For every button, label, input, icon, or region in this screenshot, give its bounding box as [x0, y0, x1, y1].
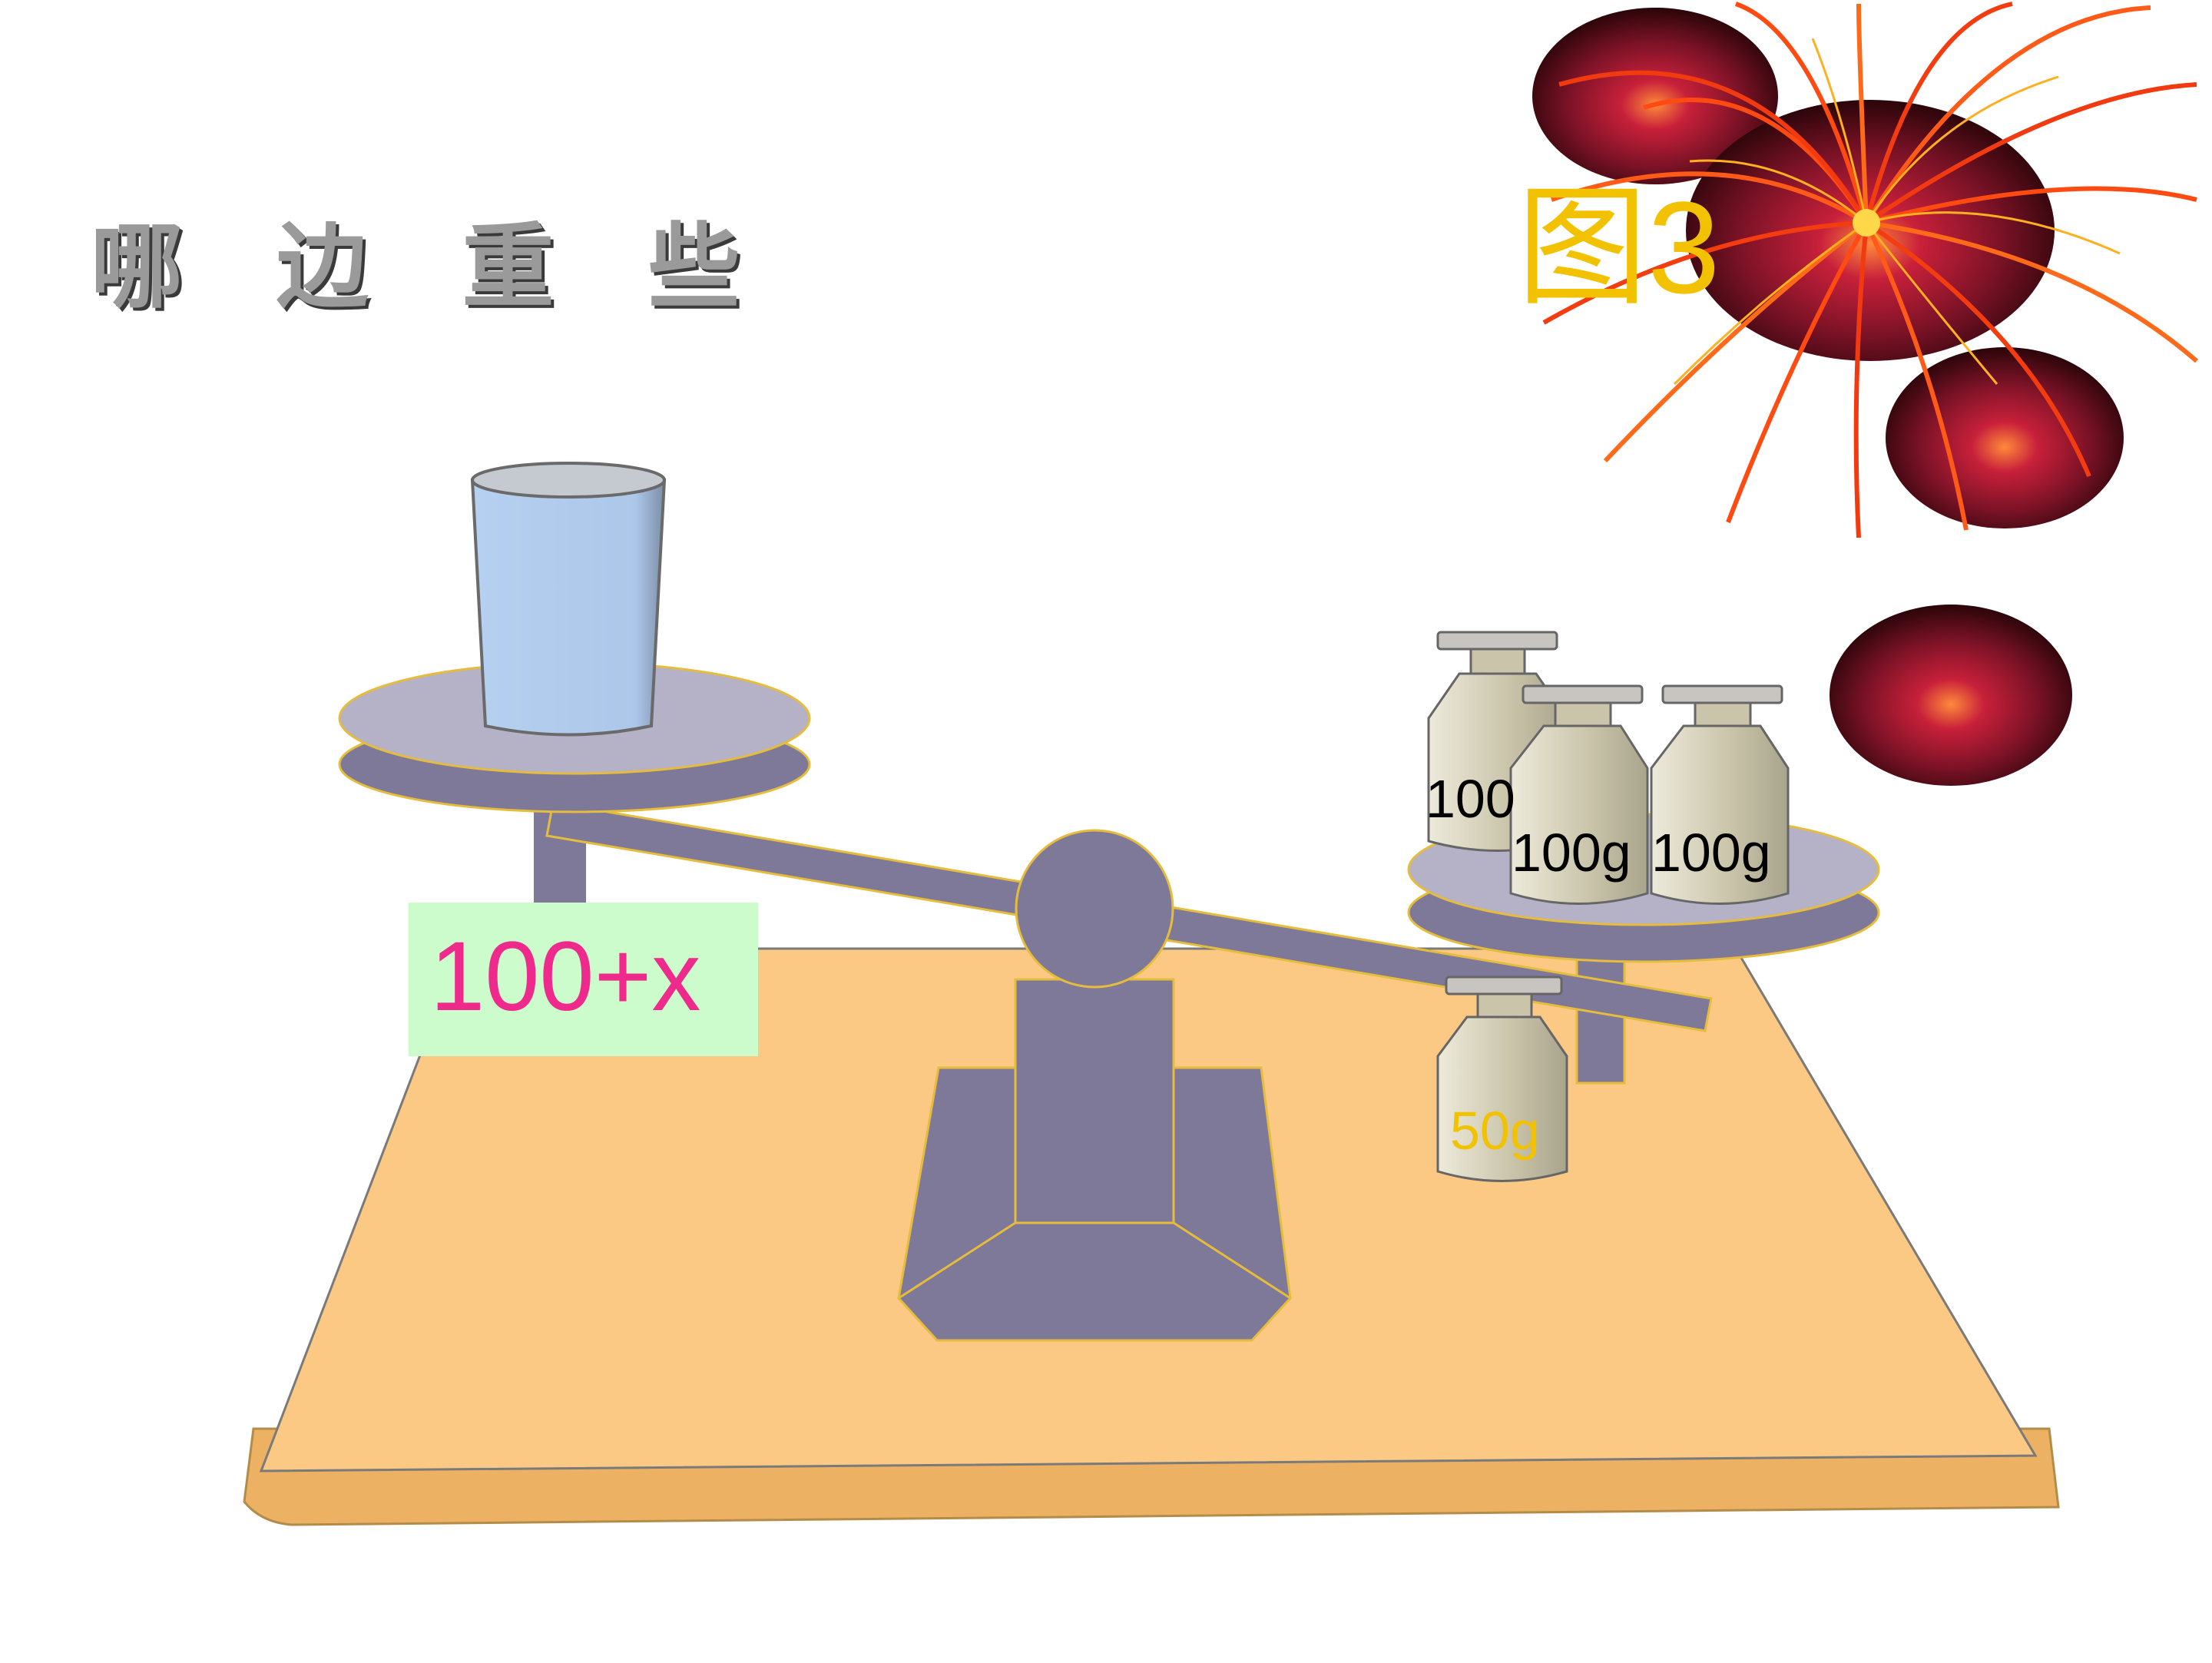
- weight-icon: [1509, 684, 1649, 905]
- scale-stand: [897, 829, 1292, 1342]
- weight-label: 100g: [1651, 823, 1771, 883]
- weight-icon: [1650, 684, 1790, 905]
- figure-label: 图3: [1517, 175, 1720, 321]
- firework-icon: [1532, 2, 2198, 786]
- weight-label: 100: [1426, 769, 1515, 829]
- left-pan-expression: 100+x: [430, 922, 701, 1032]
- extra-weight-label: 50g: [1450, 1101, 1540, 1161]
- cup-icon: [470, 462, 667, 737]
- page-title: 哪 边 重 些: [91, 213, 771, 321]
- weight-label: 100g: [1512, 823, 1631, 883]
- expression-box: [409, 903, 758, 1056]
- firework-ball-icon: [1830, 605, 2072, 786]
- weight-icon: [1436, 976, 1568, 1182]
